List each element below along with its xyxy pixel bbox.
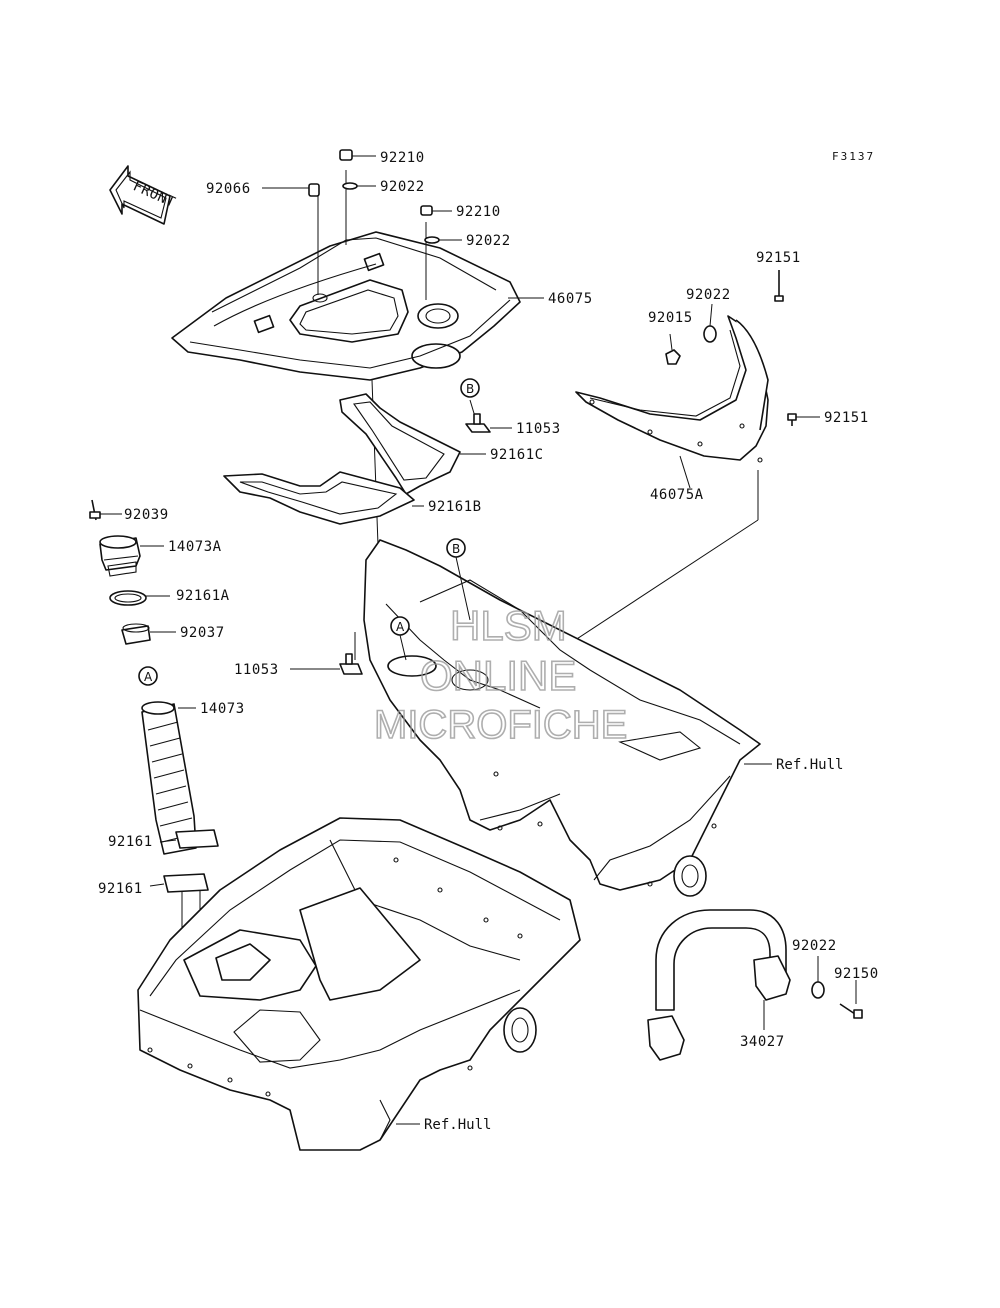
washer-92022-panel [703, 303, 717, 343]
svg-text:A: A [144, 670, 153, 684]
part-label-92015: 92015 [648, 310, 693, 326]
svg-text:B: B [452, 542, 460, 556]
washer-92022-bar [811, 956, 825, 999]
part-label-92022-c: 92022 [686, 287, 731, 303]
hull-upper [363, 539, 772, 897]
grab-bar-34027 [647, 909, 791, 1061]
clip-11053-upper [465, 413, 512, 433]
deck-cover-46075 [171, 231, 521, 381]
part-label-92161-a: 92161 [108, 834, 153, 850]
callout-b-hull: B [446, 538, 471, 621]
part-label-11053-b: 11053 [234, 662, 279, 678]
part-label-92151-a: 92151 [756, 250, 801, 266]
part-label-46075: 46075 [548, 291, 593, 307]
nut-92015 [665, 333, 681, 365]
front-arrow-icon: FRONT [109, 165, 178, 225]
part-label-34027: 34027 [740, 1034, 785, 1050]
part-label-92022-b: 92022 [466, 233, 511, 249]
clip-11053-lower [290, 653, 363, 675]
filler-neck-14073a [99, 535, 164, 577]
ref-hull-upper: Ref.Hull [776, 757, 843, 773]
part-label-92210-a: 92210 [380, 150, 425, 166]
part-label-92161b: 92161B [428, 499, 482, 515]
hull-lower [137, 817, 581, 1151]
part-label-92066: 92066 [206, 181, 251, 197]
diagram-code: F3137 [832, 150, 875, 163]
callout-b-upper: B [460, 378, 480, 398]
part-label-92037: 92037 [180, 625, 225, 641]
pin-92039 [89, 499, 122, 521]
watermark-line-1: HLSM [450, 602, 567, 649]
part-label-14073a: 14073A [168, 539, 222, 555]
gasket-92161b [223, 471, 424, 525]
bolt-92150 [839, 980, 863, 1019]
hose-14073 [141, 701, 197, 855]
callout-a-hull: A [390, 616, 410, 661]
part-label-92161c: 92161C [490, 447, 544, 463]
part-label-92039: 92039 [124, 507, 169, 523]
o-ring-92161a [109, 590, 170, 606]
bolt-92151-side [787, 413, 820, 426]
watermark: HLSM ONLINE MICROFICHE [373, 601, 628, 748]
ref-hull-lower: Ref.Hull [424, 1117, 491, 1133]
clip-92066 [262, 183, 320, 197]
part-label-92210-b: 92210 [456, 204, 501, 220]
fastener-92210-mid [420, 205, 452, 216]
watermark-line-2: ONLINE [420, 652, 576, 699]
part-label-92022-d: 92022 [792, 938, 837, 954]
pad-92161-b [149, 873, 209, 893]
pad-92161-a [159, 829, 219, 849]
part-label-92161-b: 92161 [98, 881, 143, 897]
washer-92022-mid [424, 236, 462, 244]
bolt-92151-top [774, 270, 784, 302]
fastener-92210-top [339, 149, 376, 161]
clamp-92037 [121, 623, 176, 645]
part-label-11053-a: 11053 [516, 421, 561, 437]
part-label-92161a: 92161A [176, 588, 230, 604]
watermark-line-3: MICROFICHE [374, 703, 627, 747]
part-label-92022-a: 92022 [380, 179, 425, 195]
washer-92022-top [342, 182, 376, 190]
part-label-46075a: 46075A [650, 487, 704, 503]
svg-text:B: B [466, 382, 474, 396]
part-label-92151-b: 92151 [824, 410, 869, 426]
callout-a-left: A [138, 666, 158, 686]
svg-text:A: A [396, 620, 405, 634]
gasket-92161c [339, 393, 486, 495]
part-label-92150: 92150 [834, 966, 879, 982]
side-panel-46075a [575, 315, 769, 489]
part-label-14073: 14073 [200, 701, 245, 717]
